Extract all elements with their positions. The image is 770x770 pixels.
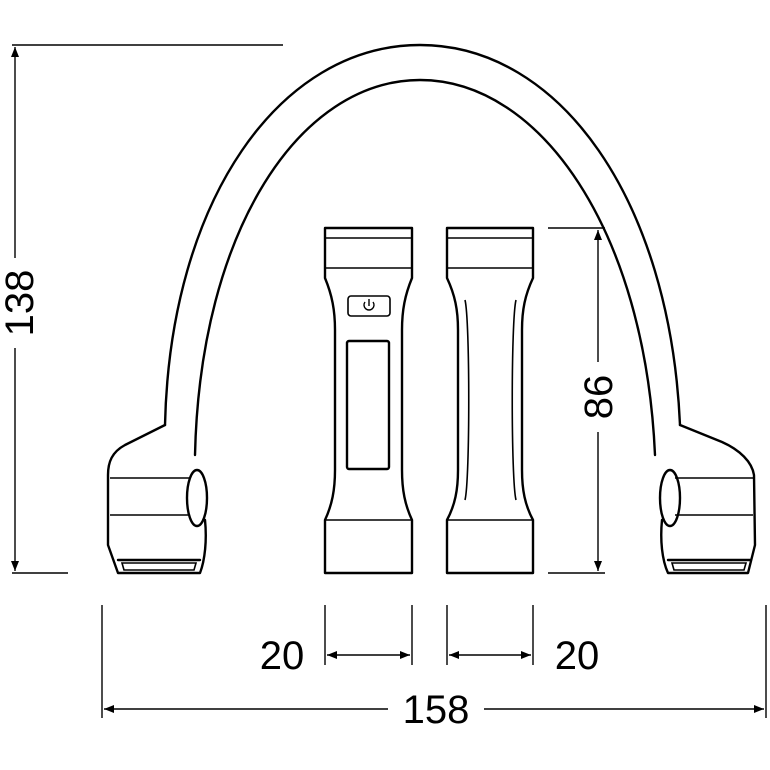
left-foot-base	[106, 423, 209, 575]
dimension-label-20-right: 20	[555, 634, 600, 678]
dimension-label-86: 86	[577, 375, 621, 420]
right-hinge-knob	[658, 468, 682, 528]
dimension-width-left-lamp: 20	[260, 605, 413, 678]
right-lamp-side	[445, 226, 535, 575]
dimension-label-138: 138	[0, 270, 42, 337]
light-panel	[345, 339, 391, 471]
power-icon	[363, 299, 375, 311]
dimension-height-light: 86	[548, 227, 621, 574]
arch-handle	[163, 43, 682, 457]
dimension-width-right-lamp: 20	[446, 605, 600, 678]
dimension-width-total: 158	[101, 605, 767, 732]
dimension-label-158: 158	[403, 688, 470, 732]
left-hinge-knob	[185, 468, 209, 528]
right-foot-base	[658, 423, 757, 575]
left-lamp-front	[323, 226, 414, 575]
dimension-label-20-left: 20	[260, 634, 305, 678]
dimension-height-total: 138	[0, 44, 283, 574]
power-button	[347, 295, 391, 317]
